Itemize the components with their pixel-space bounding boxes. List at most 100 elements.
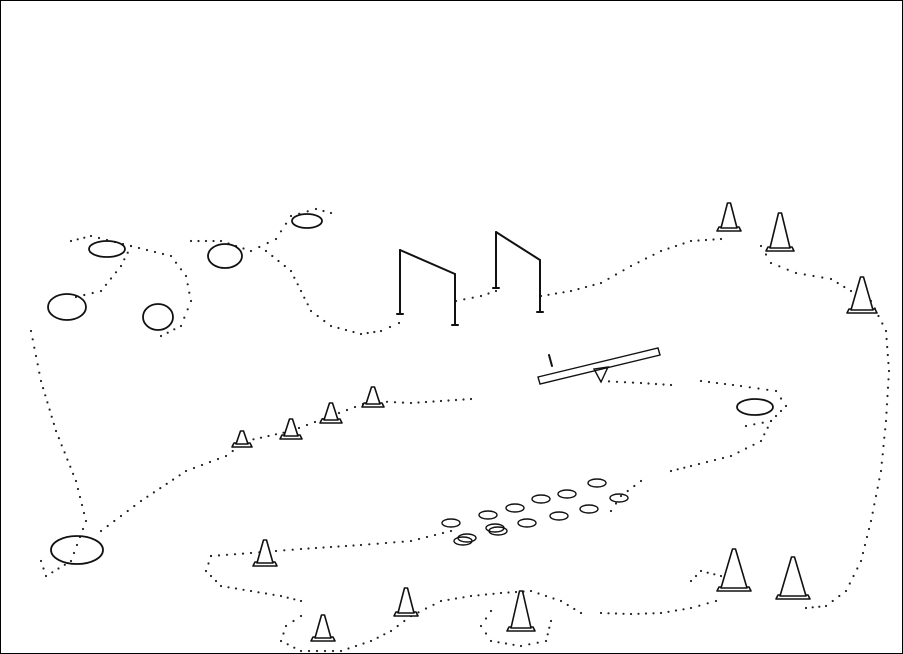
trail-dot bbox=[760, 245, 762, 247]
trail-dot bbox=[512, 644, 514, 646]
trail-dot bbox=[675, 609, 677, 611]
trail-dot bbox=[630, 613, 632, 615]
trail-dot bbox=[160, 335, 162, 337]
trail-dot bbox=[232, 450, 234, 452]
trail-dot bbox=[886, 346, 888, 348]
trail-dot bbox=[682, 608, 684, 610]
trail-dot bbox=[64, 451, 66, 453]
trail-dot bbox=[645, 612, 647, 614]
trail-dot bbox=[845, 590, 847, 592]
trail-dot bbox=[447, 399, 449, 401]
trail-dot bbox=[402, 402, 404, 404]
trail-dot bbox=[548, 627, 550, 629]
trail-dot bbox=[843, 286, 845, 288]
trail-dot bbox=[210, 555, 212, 557]
trail-dot bbox=[775, 390, 777, 392]
trail-dot bbox=[49, 409, 51, 411]
trail-dot bbox=[260, 437, 262, 439]
cone bbox=[311, 615, 335, 641]
trail-dot bbox=[205, 240, 207, 242]
stepping-pad bbox=[558, 490, 576, 498]
trail-dot bbox=[267, 242, 269, 244]
trail-dot bbox=[462, 398, 464, 400]
trail-dot bbox=[432, 400, 434, 402]
trail-dot bbox=[187, 308, 189, 310]
trail-dot bbox=[780, 410, 782, 412]
trail-dot bbox=[825, 605, 827, 607]
trail-dot bbox=[306, 424, 308, 426]
trail-dot bbox=[872, 512, 874, 514]
trail-dot bbox=[345, 545, 347, 547]
trail-dot bbox=[455, 597, 457, 599]
trail-dot bbox=[472, 297, 474, 299]
trail-dot bbox=[700, 380, 702, 382]
trail-dot bbox=[550, 620, 552, 622]
trail-dot bbox=[864, 544, 866, 546]
trail-dot bbox=[608, 380, 610, 382]
trail-dot bbox=[153, 491, 155, 493]
trail-dot bbox=[265, 250, 267, 252]
trail-dot bbox=[33, 347, 35, 349]
trail-dot bbox=[61, 444, 63, 446]
trail-segment bbox=[760, 245, 852, 292]
trail-dot bbox=[140, 500, 142, 502]
trail-dot bbox=[352, 544, 354, 546]
trail-dot bbox=[90, 235, 92, 237]
trail-dot bbox=[888, 370, 890, 372]
trail-dot bbox=[887, 378, 889, 380]
trail-dot bbox=[737, 451, 739, 453]
trail-dot bbox=[655, 383, 657, 385]
trail-dot bbox=[330, 546, 332, 548]
trail-dot bbox=[82, 528, 84, 530]
trail-dot bbox=[292, 549, 294, 551]
trail-dot bbox=[275, 238, 277, 240]
cone bbox=[232, 431, 252, 447]
trail-dot bbox=[293, 598, 295, 600]
trail-dot bbox=[440, 400, 442, 402]
trail-dot bbox=[37, 363, 39, 365]
trail-dot bbox=[105, 284, 107, 286]
cone bbox=[717, 549, 751, 591]
trail-dot bbox=[394, 401, 396, 403]
trail-dot bbox=[627, 490, 629, 492]
trail-dot bbox=[470, 398, 472, 400]
trail-dot bbox=[284, 265, 286, 267]
trail-dot bbox=[697, 239, 699, 241]
trail-dot bbox=[487, 292, 489, 294]
trail-dot bbox=[706, 461, 708, 463]
trail-dot bbox=[72, 473, 74, 475]
trail-dot bbox=[707, 602, 709, 604]
trail-dot bbox=[762, 422, 764, 424]
trail-dot bbox=[615, 273, 617, 275]
trail-dot bbox=[856, 567, 858, 569]
trail-dot bbox=[537, 642, 539, 644]
trail-dot bbox=[713, 573, 715, 575]
trail-dot bbox=[75, 480, 77, 482]
trail-dot bbox=[877, 315, 879, 317]
trail-dot bbox=[179, 474, 181, 476]
trail-dot bbox=[753, 423, 755, 425]
trail-dot bbox=[875, 495, 877, 497]
stepping-pad bbox=[580, 505, 598, 513]
trail-dot bbox=[757, 387, 759, 389]
trail-dot bbox=[316, 650, 318, 652]
trail-dot bbox=[720, 238, 722, 240]
trail-segment bbox=[265, 250, 400, 335]
trail-dot bbox=[315, 547, 317, 549]
trail-dot bbox=[652, 254, 654, 256]
trail-dot bbox=[293, 277, 295, 279]
cone bbox=[394, 588, 418, 616]
trail-segment bbox=[670, 420, 772, 472]
trail-dot bbox=[677, 468, 679, 470]
trail-dot bbox=[53, 423, 55, 425]
trail-dot bbox=[185, 275, 187, 277]
trail-dot bbox=[70, 560, 72, 562]
trail-dot bbox=[352, 331, 354, 333]
stepping-pad bbox=[479, 511, 497, 519]
trail-dot bbox=[426, 536, 428, 538]
trail-dot bbox=[187, 283, 189, 285]
trail-dot bbox=[712, 238, 714, 240]
trail-dot bbox=[778, 265, 780, 267]
trail-dot bbox=[705, 239, 707, 241]
trail-dot bbox=[215, 580, 217, 582]
